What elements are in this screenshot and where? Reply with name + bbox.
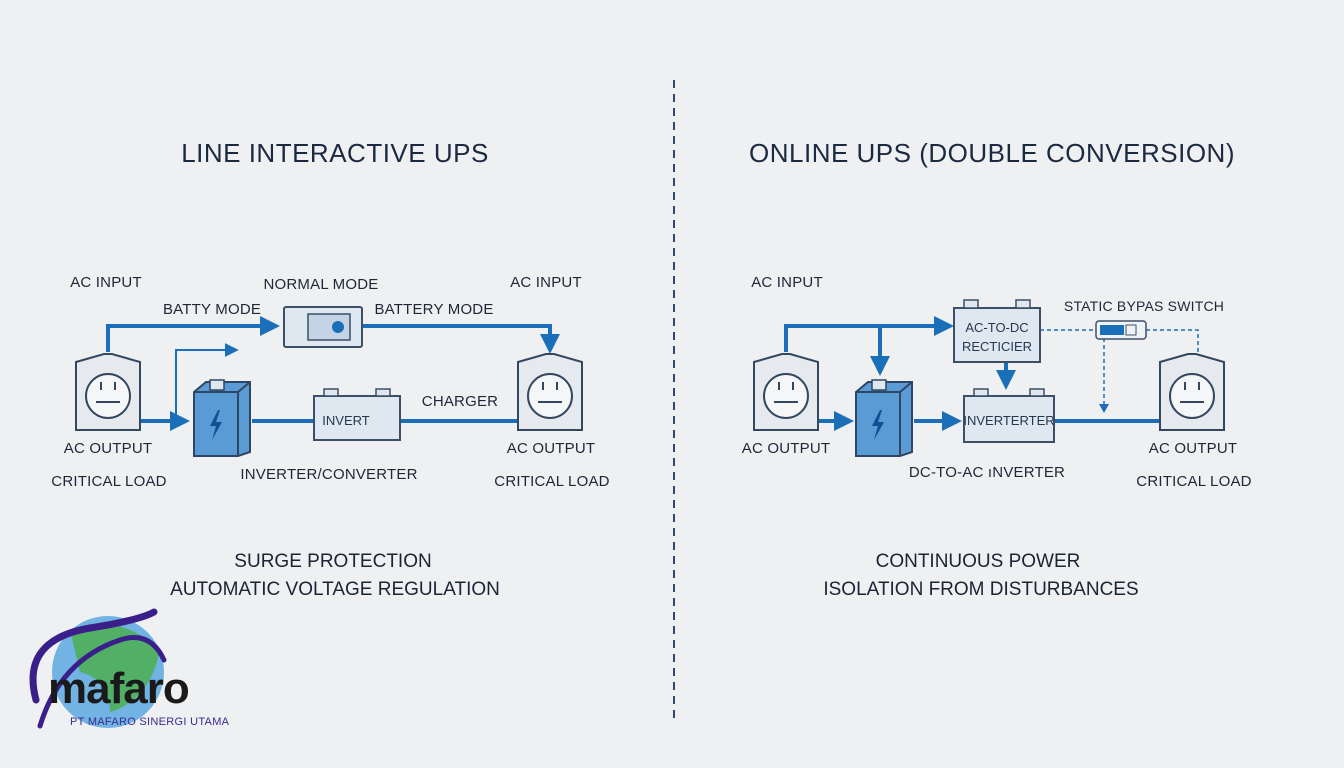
battery-icon [193,379,251,457]
left-battery-mode-line [362,324,560,354]
feature-text: CONTINUOUS POWER [875,551,1081,572]
label-ac-output: AC OUTPUT [741,440,831,457]
label-inverter-converter: INVERTER/CONVERTER [240,466,418,483]
feature-text: ISOLATION FROM DISTURBANCES [823,579,1139,600]
logo-company-name: PT MAFARO SINERGI UTAMA [70,716,230,728]
label-ac-input: AC INPUT [510,274,582,291]
label-ac-output: AC OUTPUT [63,440,153,457]
label-critical-load: CRITICAL LOAD [51,473,167,490]
feature-text: AUTOMATIC VOLTAGE REGULATION [170,579,500,600]
outlet-icon [517,353,583,431]
label-ac-input: AC INPUT [70,274,142,291]
inverter-box [313,388,401,441]
rectifier-label-line2: RECTICIER [961,339,1033,354]
label-critical-load: CRITICAL LOAD [1136,473,1252,490]
outlet-icon [75,353,141,431]
rectifier-box [953,299,1041,363]
right-input-line [784,316,954,352]
logo-wordmark: mafaro [48,664,190,713]
label-charger: CHARGER [421,393,499,410]
label-static-bypass-switch: STATIC BYPAS SWITCH [1063,298,1225,314]
left-panel-title: LINE INTERACTIVE UPS [181,138,489,168]
outlet-icon [1159,353,1225,431]
company-logo [29,608,167,729]
inverter-box-label: INVERTERTER [963,413,1055,428]
rectifier-label-line1: AC-TO-DC [965,320,1029,335]
label-batty-mode: BATTY MODE [162,301,262,318]
left-thin-arrow [175,343,239,420]
label-critical-load: CRITICAL LOAD [494,473,610,490]
label-ac-output: AC OUTPUT [1148,440,1238,457]
inverter-box [963,388,1055,443]
outlet-icon [753,353,819,431]
feature-text: SURGE PROTECTION [234,551,432,572]
bypass-switch-icon [1095,320,1147,340]
right-panel-title: ONLINE UPS (DOUBLE CONVERSION) [749,138,1235,168]
label-ac-output: AC OUTPUT [506,440,596,457]
invert-box-label: INVERT [322,413,370,428]
left-input-line [106,316,280,352]
bypass-dashed-line [1040,329,1199,408]
label-dc-to-ac-inverter: DC-TO-AC ıNVERTER [908,464,1066,481]
mode-switch-icon [283,306,363,348]
bypass-arrowhead [1099,404,1109,413]
label-battery-mode: BATTERY MODE [374,301,494,318]
label-normal-mode: NORMAL MODE [263,276,379,293]
label-ac-input: AC INPUT [751,274,823,291]
battery-icon [855,379,913,457]
